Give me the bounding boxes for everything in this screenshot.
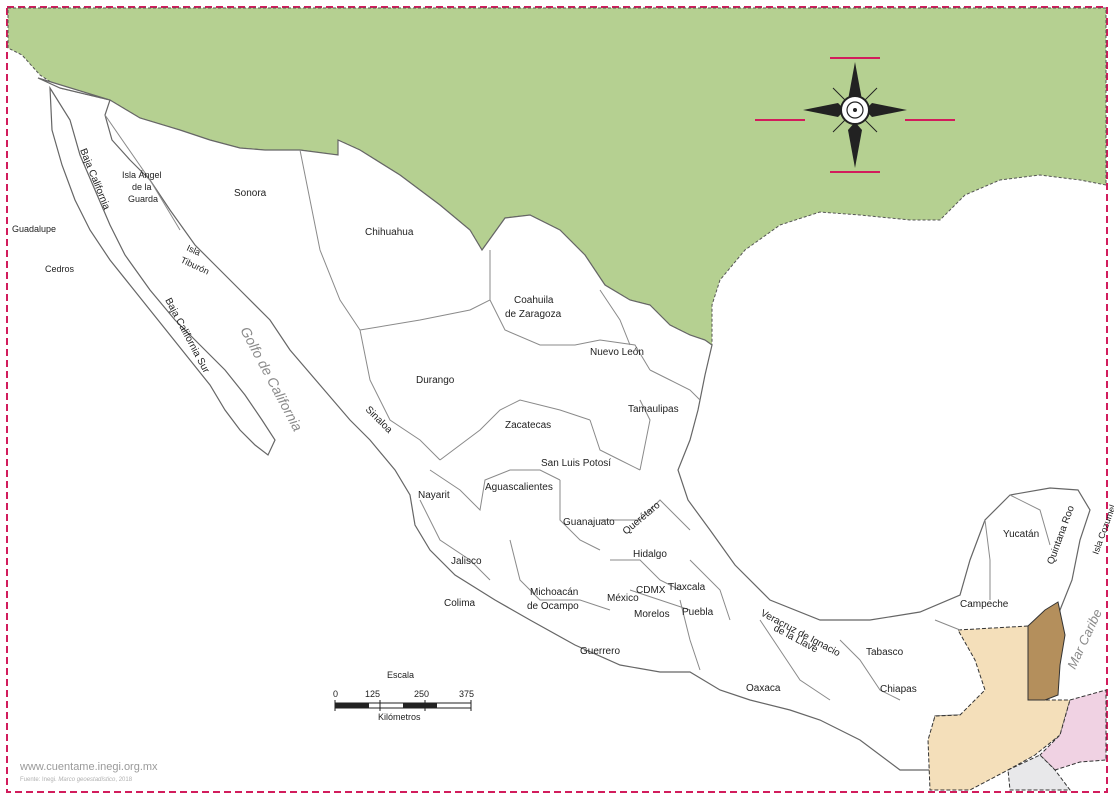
source-prefix: Fuente: Inegi.: [20, 777, 59, 783]
island-label-angel-line1: Isla Ángel: [122, 170, 162, 180]
state-label-cdmx: CDMX: [636, 585, 666, 596]
island-label-guadalupe: Guadalupe: [12, 224, 56, 234]
state-label-chihuahua: Chihuahua: [365, 227, 414, 238]
state-label-coahuila-line1: Coahuila: [514, 295, 554, 306]
state-label-tamaulipas: Tamaulipas: [628, 404, 679, 415]
state-label-colima: Colima: [444, 598, 476, 609]
water-label-mar-caribe: Mar Caribe: [1064, 607, 1105, 672]
scale-tick-250: 250: [414, 689, 429, 699]
state-label-yucatan: Yucatán: [1003, 529, 1039, 540]
island-label-cozumel: Isla Cozumel: [1090, 503, 1114, 555]
state-label-michoacan-line2: de Ocampo: [527, 601, 579, 612]
state-label-zacatecas: Zacatecas: [505, 420, 551, 431]
website-credit: www.cuentame.inegi.org.mx: [20, 761, 158, 773]
island-label-angel-line2: de la: [132, 182, 152, 192]
state-label-tabasco: Tabasco: [866, 647, 904, 658]
mexico-land: [37, 77, 1091, 771]
state-label-nayarit: Nayarit: [418, 490, 450, 501]
island-label-cedros: Cedros: [45, 264, 75, 274]
island-label-tiburon-line2: Tiburón: [179, 255, 211, 277]
honduras: [1039, 689, 1107, 771]
state-label-tlaxcala: Tlaxcala: [668, 582, 706, 593]
scale-bar: Escala 0 125 250 375 Kilómetros: [333, 670, 474, 722]
state-label-oaxaca: Oaxaca: [746, 683, 781, 694]
source-credit: Fuente: Inegi. Marco geoestadístico, 201…: [20, 777, 132, 783]
scale-tick-125: 125: [365, 689, 380, 699]
scale-unit: Kilómetros: [378, 712, 421, 722]
state-label-michoacan-line1: Michoacán: [530, 587, 578, 598]
state-label-sonora: Sonora: [234, 188, 267, 199]
source-suffix: , 2018: [115, 777, 133, 783]
state-label-baja-california-sur: Baja California Sur: [162, 296, 211, 375]
compass-rose-icon: [755, 57, 955, 173]
state-label-guanajuato: Guanajuato: [563, 517, 615, 528]
baja-peninsula: [49, 85, 276, 456]
el-salvador: [1007, 754, 1071, 791]
state-label-puebla: Puebla: [682, 607, 714, 618]
state-label-chiapas: Chiapas: [880, 684, 917, 695]
state-label-coahuila-line2: de Zaragoza: [505, 309, 562, 320]
map-border: [6, 6, 1108, 793]
scale-tick-0: 0: [333, 689, 338, 699]
state-label-hidalgo: Hidalgo: [633, 549, 667, 560]
state-boundaries: [104, 114, 1051, 701]
state-label-durango: Durango: [416, 375, 455, 386]
scale-title: Escala: [387, 670, 414, 680]
scale-tick-375: 375: [459, 689, 474, 699]
island-label-angel-line3: Guarda: [128, 194, 158, 204]
source-title: Marco geoestadístico: [58, 777, 116, 783]
state-label-jalisco: Jalisco: [451, 556, 482, 567]
state-label-morelos: Morelos: [634, 609, 670, 620]
state-label-guerrero: Guerrero: [580, 646, 620, 657]
state-label-mexico: México: [607, 593, 639, 604]
state-label-san-luis-potosi: San Luis Potosí: [541, 458, 611, 469]
belize: [1027, 601, 1066, 701]
state-label-aguascalientes: Aguascalientes: [485, 482, 553, 493]
state-label-campeche: Campeche: [960, 599, 1009, 610]
state-label-nuevo-leon: Nuevo León: [590, 347, 644, 358]
